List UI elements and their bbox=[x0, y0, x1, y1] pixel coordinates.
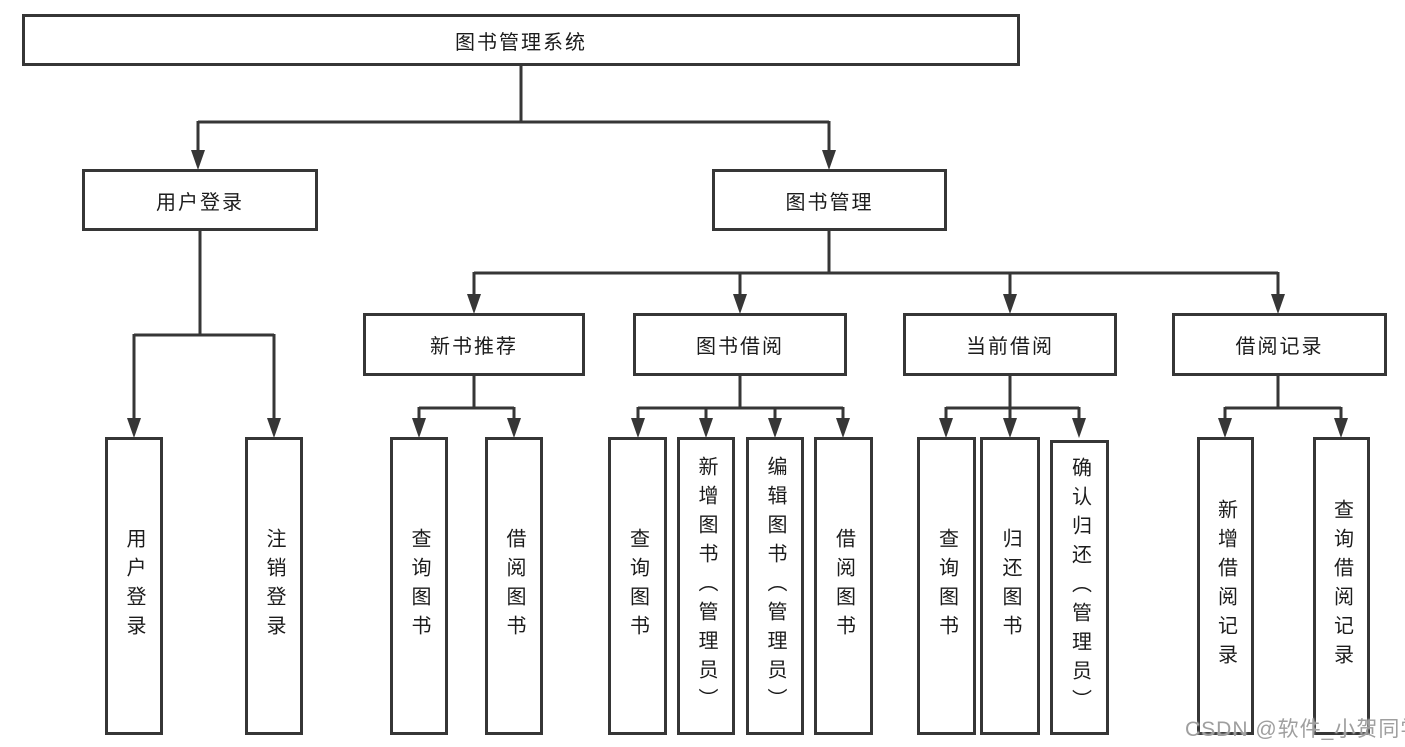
node-label: 新增图书（管理员） bbox=[695, 455, 717, 717]
leaf-query-borrow-record: 查询借阅记录 bbox=[1313, 437, 1370, 735]
connector-new-book-recommend bbox=[412, 375, 521, 438]
leaf-return-books: 归还图书 bbox=[980, 437, 1040, 735]
leaf-borrow-books-2: 借阅图书 bbox=[814, 437, 873, 735]
node-label: 用户登录 bbox=[156, 191, 244, 214]
node-user-login: 用户登录 bbox=[82, 169, 318, 231]
node-current-borrow: 当前借阅 bbox=[903, 313, 1117, 376]
node-library-system: 图书管理系统 bbox=[22, 14, 1020, 66]
node-label: 归还图书 bbox=[999, 528, 1021, 644]
connector-book-management bbox=[467, 231, 1285, 314]
node-label: 新增借阅记录 bbox=[1214, 499, 1237, 673]
node-label: 图书管理 bbox=[785, 191, 874, 214]
leaf-query-books-2: 查询图书 bbox=[608, 437, 667, 735]
node-label: 查询借阅记录 bbox=[1330, 499, 1353, 673]
node-label: 编辑图书（管理员） bbox=[764, 455, 786, 717]
connector-book-borrow bbox=[631, 375, 850, 438]
leaf-query-books-1: 查询图书 bbox=[390, 437, 448, 735]
node-label: 注销登录 bbox=[263, 528, 285, 644]
node-label: 借阅图书 bbox=[503, 528, 525, 644]
leaf-add-book-admin: 新增图书（管理员） bbox=[677, 437, 735, 735]
node-label: 借阅图书 bbox=[832, 528, 855, 644]
node-label: 借阅记录 bbox=[1235, 336, 1324, 358]
node-label: 查询图书 bbox=[408, 528, 430, 644]
leaf-query-books-3: 查询图书 bbox=[917, 437, 976, 735]
leaf-confirm-return-admin: 确认归还（管理员） bbox=[1050, 440, 1109, 735]
node-borrow-records: 借阅记录 bbox=[1172, 313, 1387, 376]
node-label: 图书借阅 bbox=[696, 336, 784, 358]
node-label: 查询图书 bbox=[626, 528, 649, 644]
node-label: 确认归还（管理员） bbox=[1068, 457, 1091, 718]
leaf-logout: 注销登录 bbox=[245, 437, 303, 735]
node-label: 图书管理系统 bbox=[455, 31, 587, 54]
leaf-user-login: 用户登录 bbox=[105, 437, 163, 735]
connector-user-login bbox=[127, 231, 281, 438]
node-label: 新书推荐 bbox=[430, 336, 518, 358]
leaf-borrow-books-1: 借阅图书 bbox=[485, 437, 543, 735]
node-label: 用户登录 bbox=[123, 528, 145, 644]
leaf-edit-book-admin: 编辑图书（管理员） bbox=[746, 437, 804, 735]
watermark: CSDN @软件_小贺同学 bbox=[1185, 718, 1405, 741]
connector-root bbox=[191, 66, 836, 170]
connector-borrow-records bbox=[1218, 375, 1348, 438]
node-new-book-recommend: 新书推荐 bbox=[363, 313, 585, 376]
node-book-borrow: 图书借阅 bbox=[633, 313, 847, 376]
node-label: 查询图书 bbox=[935, 528, 958, 644]
leaf-add-borrow-record: 新增借阅记录 bbox=[1197, 437, 1254, 735]
node-book-management: 图书管理 bbox=[712, 169, 947, 231]
node-label: 当前借阅 bbox=[966, 336, 1054, 358]
connector-current-borrow bbox=[939, 375, 1086, 438]
